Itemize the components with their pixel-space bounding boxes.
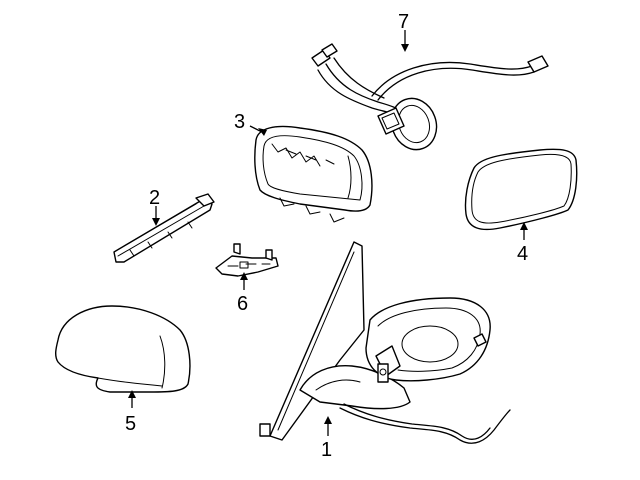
part-4-mirror-glass[interactable] <box>464 148 578 231</box>
callout-6: 6 <box>237 293 248 315</box>
callout-4: 4 <box>517 243 528 265</box>
callout-1: 1 <box>321 439 332 461</box>
part-1-mirror-assembly[interactable] <box>259 241 511 444</box>
leaders <box>128 30 528 436</box>
callout-7: 7 <box>398 11 409 33</box>
callout-5: 5 <box>125 413 136 435</box>
part-3-housing-frame[interactable] <box>254 125 373 223</box>
callouts: 7 3 2 4 6 5 1 <box>125 11 528 461</box>
part-6-bracket[interactable] <box>215 243 279 277</box>
part-5-cover-cap[interactable] <box>55 305 191 393</box>
part-2-trim-strip[interactable] <box>113 193 215 263</box>
callout-2: 2 <box>149 187 160 209</box>
part-7-wiring-harness[interactable] <box>311 43 549 156</box>
callout-3: 3 <box>234 111 245 133</box>
